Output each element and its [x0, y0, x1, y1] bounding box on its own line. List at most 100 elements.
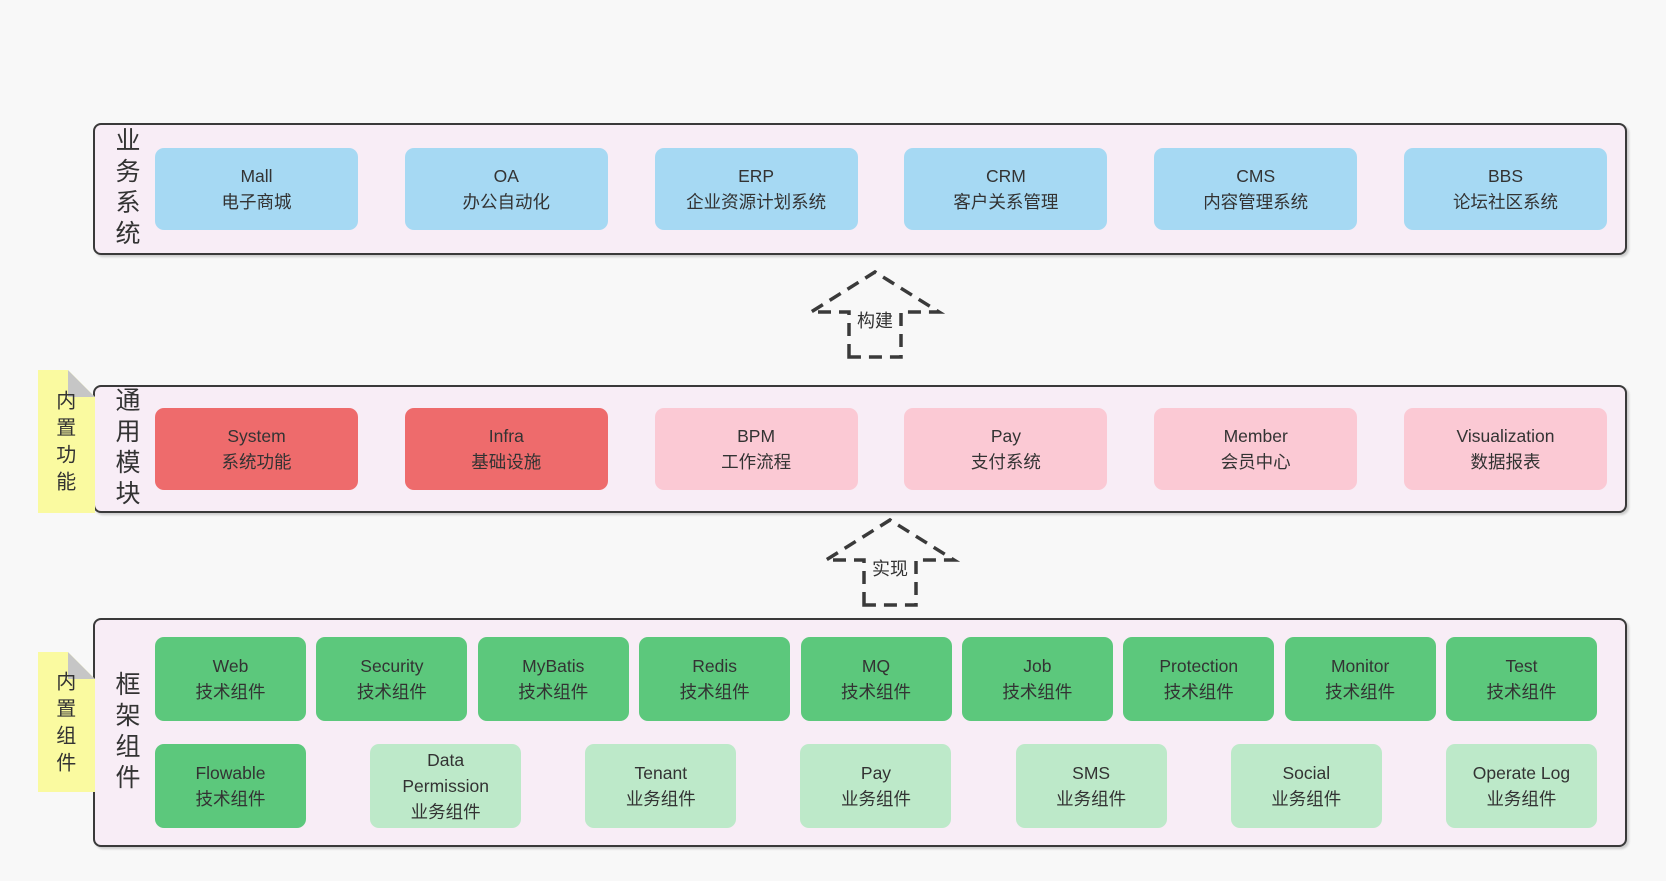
component-boxes-grid: Web 技术组件 Security 技术组件 MyBatis 技术组件 Redi… — [155, 620, 1597, 845]
box-title-en: Job — [1023, 656, 1052, 676]
box-tenant: Tenant 业务组件 — [585, 744, 737, 828]
tag-built-in-features-label: 内置功能 — [52, 390, 75, 499]
layer-label-framework-components: 框架组件 — [112, 670, 140, 795]
up-block-arrow-icon — [820, 517, 960, 607]
box-title-en: Member — [1223, 426, 1288, 446]
box-visualization: Visualization 数据报表 — [1403, 408, 1607, 490]
box-title-en: Infra — [488, 426, 524, 446]
box-title-en: Redis — [692, 656, 737, 676]
box-redis: Redis 技术组件 — [639, 637, 791, 721]
box-mq: MQ 技术组件 — [800, 637, 952, 721]
up-block-arrow-icon — [805, 269, 945, 359]
box-monitor: Monitor 技术组件 — [1284, 637, 1436, 721]
box-subtitle-zh: 系统功能 — [221, 452, 292, 472]
arrow-implement-label: 实现 — [869, 553, 911, 582]
box-title-en: CRM — [985, 166, 1026, 186]
box-title-en: Tenant — [634, 763, 688, 783]
box-subtitle-zh: 技术组件 — [1325, 682, 1396, 702]
box-subtitle-zh: 办公自动化 — [462, 192, 551, 212]
arrow-implement: 实现 — [820, 514, 960, 608]
box-subtitle-zh: 会员中心 — [1220, 452, 1291, 472]
box-title-en: Mall — [240, 166, 273, 186]
box-subtitle-zh: 工作流程 — [721, 452, 792, 472]
box-subtitle-zh: 技术组件 — [356, 682, 427, 702]
layer-business-systems: 业务系统 Mall 电子商城 OA 办公自动化 ERP 企业资源计划系统 CRM… — [93, 123, 1627, 255]
box-subtitle-zh: 论坛社区系统 — [1452, 192, 1558, 212]
box-member: Member 会员中心 — [1154, 408, 1358, 490]
box-mybatis: MyBatis 技术组件 — [477, 637, 629, 721]
box-pay-biz: Pay 业务组件 — [800, 744, 952, 828]
box-test: Test 技术组件 — [1446, 637, 1597, 721]
box-subtitle-zh: 技术组件 — [195, 789, 266, 809]
box-subtitle-zh: 电子商城 — [221, 192, 292, 212]
box-data-permission: Data Permission 业务组件 — [370, 744, 522, 828]
box-social: Social 业务组件 — [1230, 744, 1382, 828]
box-title-en: Test — [1505, 656, 1538, 676]
box-title-en: Monitor — [1330, 656, 1390, 676]
box-title-en: System — [227, 426, 286, 446]
arrow-build-label: 构建 — [854, 305, 896, 334]
box-erp: ERP 企业资源计划系统 — [654, 148, 858, 230]
layer-framework-components: 框架组件 Web 技术组件 Security 技术组件 MyBatis 技术组件… — [93, 618, 1627, 847]
box-subtitle-zh: 支付系统 — [970, 452, 1041, 472]
box-title-en: Flowable — [195, 763, 266, 783]
box-flowable: Flowable 技术组件 — [155, 744, 306, 828]
box-subtitle-zh: 业务组件 — [625, 789, 696, 809]
box-title-en: OA — [493, 166, 519, 186]
box-subtitle-zh: 技术组件 — [1486, 682, 1557, 702]
box-subtitle-zh: 技术组件 — [679, 682, 750, 702]
box-web: Web 技术组件 — [155, 637, 306, 721]
tag-built-in-features: 内置功能 — [38, 370, 95, 513]
box-protection: Protection 技术组件 — [1123, 637, 1275, 721]
box-crm: CRM 客户关系管理 — [904, 148, 1108, 230]
layer-label-business-systems: 业务系统 — [112, 127, 140, 251]
box-mall: Mall 电子商城 — [155, 148, 358, 230]
box-title-en: Social — [1282, 763, 1331, 783]
box-subtitle-zh: 业务组件 — [1056, 789, 1127, 809]
layer-common-modules: 通用模块 System 系统功能 Infra 基础设施 BPM 工作流程 Pay… — [93, 385, 1627, 513]
box-title-en: MQ — [861, 656, 891, 676]
box-pay: Pay 支付系统 — [904, 408, 1108, 490]
box-title-en: BBS — [1487, 166, 1523, 186]
box-subtitle-zh: 技术组件 — [195, 682, 266, 702]
tag-built-in-components: 内置组件 — [38, 652, 95, 792]
box-sms: SMS 业务组件 — [1015, 744, 1167, 828]
box-title-en: Web — [212, 656, 249, 676]
box-security: Security 技术组件 — [316, 637, 468, 721]
box-bpm: BPM 工作流程 — [654, 408, 858, 490]
box-system: System 系统功能 — [155, 408, 358, 490]
box-subtitle-zh: 业务组件 — [410, 802, 481, 822]
box-title-en: CMS — [1236, 166, 1276, 186]
box-title-en: MyBatis — [522, 656, 585, 676]
box-title-en: Visualization — [1456, 426, 1555, 446]
box-title-en: Protection — [1159, 656, 1239, 676]
box-job: Job 技术组件 — [961, 637, 1113, 721]
tag-built-in-components-label: 内置组件 — [52, 670, 75, 779]
layer-label-common-modules: 通用模块 — [112, 387, 140, 511]
box-subtitle-zh: 数据报表 — [1470, 452, 1541, 472]
business-boxes-row: Mall 电子商城 OA 办公自动化 ERP 企业资源计划系统 CRM 客户关系… — [155, 125, 1607, 253]
box-subtitle-zh: 业务组件 — [840, 789, 911, 809]
box-infra: Infra 基础设施 — [404, 408, 608, 490]
box-subtitle-zh: 企业资源计划系统 — [686, 192, 827, 212]
box-title-en: BPM — [737, 426, 776, 446]
box-title-en: Pay — [860, 763, 892, 783]
box-subtitle-zh: 技术组件 — [1002, 682, 1073, 702]
box-subtitle-zh: 业务组件 — [1271, 789, 1342, 809]
box-subtitle-zh: 内容管理系统 — [1203, 192, 1309, 212]
box-subtitle-zh: 客户关系管理 — [953, 192, 1059, 212]
module-boxes-row: System 系统功能 Infra 基础设施 BPM 工作流程 Pay 支付系统… — [155, 387, 1607, 511]
box-subtitle-zh: 技术组件 — [518, 682, 589, 702]
box-operate-log: Operate Log 业务组件 — [1445, 744, 1597, 828]
box-title-en: Operate Log — [1472, 763, 1571, 783]
box-cms: CMS 内容管理系统 — [1154, 148, 1358, 230]
box-subtitle-zh: 技术组件 — [1163, 682, 1234, 702]
box-subtitle-zh: 业务组件 — [1486, 789, 1557, 809]
box-subtitle-zh: 技术组件 — [841, 682, 911, 702]
box-oa: OA 办公自动化 — [404, 148, 608, 230]
box-title-en: Security — [360, 656, 424, 676]
box-bbs: BBS 论坛社区系统 — [1403, 148, 1607, 230]
box-title-en: Pay — [990, 426, 1021, 446]
box-title-en: SMS — [1072, 763, 1111, 783]
